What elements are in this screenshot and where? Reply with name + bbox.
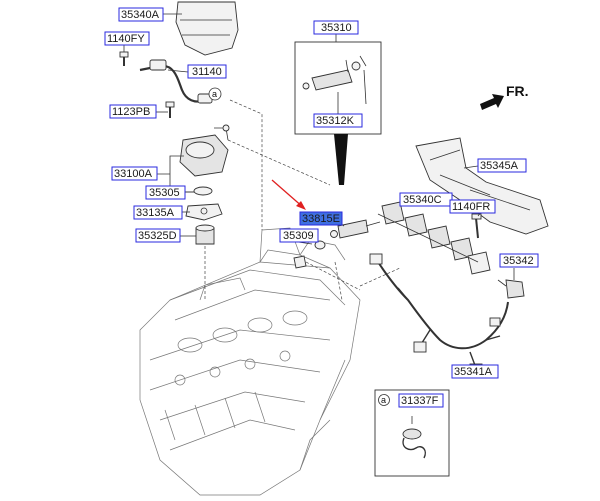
label-box-1140FR [449, 199, 496, 214]
part-label-35340A: 35340A [121, 9, 160, 21]
front-direction-label: FR. [506, 83, 529, 99]
injector-seal-part [314, 240, 326, 250]
label-box-1140FY [104, 31, 150, 46]
highlight-pointer-arrow [271, 179, 306, 210]
detail-inset-callout-letter: a [381, 395, 386, 405]
front-direction-indicator: FR. [480, 83, 529, 110]
label-box-35342 [499, 253, 539, 268]
label-box-33135A [133, 205, 183, 220]
part-label-35340C: 35340C [403, 194, 442, 206]
label-box-35325D [135, 228, 181, 243]
wiring-harness-part [377, 261, 509, 350]
part-label-35325D: 35325D [138, 230, 177, 242]
inset-leader [334, 134, 348, 185]
label-box-35309 [279, 228, 319, 243]
engine-block [139, 227, 361, 496]
part-label-33815E: 33815E [302, 213, 340, 225]
part-label-33135A: 33135A [136, 207, 175, 219]
part-label-1123PB: 1123PB [112, 106, 150, 118]
part-label-35312K: 35312K [316, 115, 355, 127]
label-box-35341A [451, 364, 499, 379]
sensor-part [505, 279, 525, 299]
high-pressure-pipe [139, 64, 206, 103]
label-box-33815E-highlighted [299, 211, 343, 226]
label-box-35340A [118, 7, 164, 22]
injector-part [330, 219, 381, 239]
label-box-35310 [313, 20, 359, 35]
label-box-33100A [111, 166, 158, 181]
injector-inset-part [302, 55, 367, 114]
coil-rail-part [377, 201, 491, 275]
part-label-31140: 31140 [192, 66, 222, 78]
part-label-1140FR: 1140FR [452, 201, 490, 213]
part-label-33100A: 33100A [114, 168, 153, 180]
part-label-35305: 35305 [149, 187, 180, 199]
part-label-35309: 35309 [283, 230, 314, 242]
label-box-31140 [187, 64, 227, 79]
engine-cover-bracket-part [415, 137, 549, 235]
part-label-35342: 35342 [503, 255, 534, 267]
part-label-31337F: 31337F [401, 395, 439, 407]
label-box-35305 [145, 185, 186, 200]
label-box-35312K [313, 113, 363, 128]
part-label-35341A: 35341A [454, 366, 493, 378]
label-box-1123PB [109, 104, 157, 119]
hose-clip-part [402, 416, 426, 459]
label-box-31337F [398, 393, 444, 408]
part-label-35310: 35310 [321, 22, 352, 34]
callout-a-letter: a [212, 89, 217, 99]
label-box-35345A [477, 158, 527, 173]
callout-a-marker [208, 87, 222, 101]
part-label-35345A: 35345A [480, 160, 519, 172]
fuel-pump-part [179, 124, 230, 177]
gasket-part [185, 203, 223, 221]
part-label-1140FY: 1140FY [107, 33, 145, 45]
engine-cover-part [175, 1, 239, 56]
o-ring-part [193, 186, 213, 196]
detail-inset-callout-marker [378, 394, 390, 406]
